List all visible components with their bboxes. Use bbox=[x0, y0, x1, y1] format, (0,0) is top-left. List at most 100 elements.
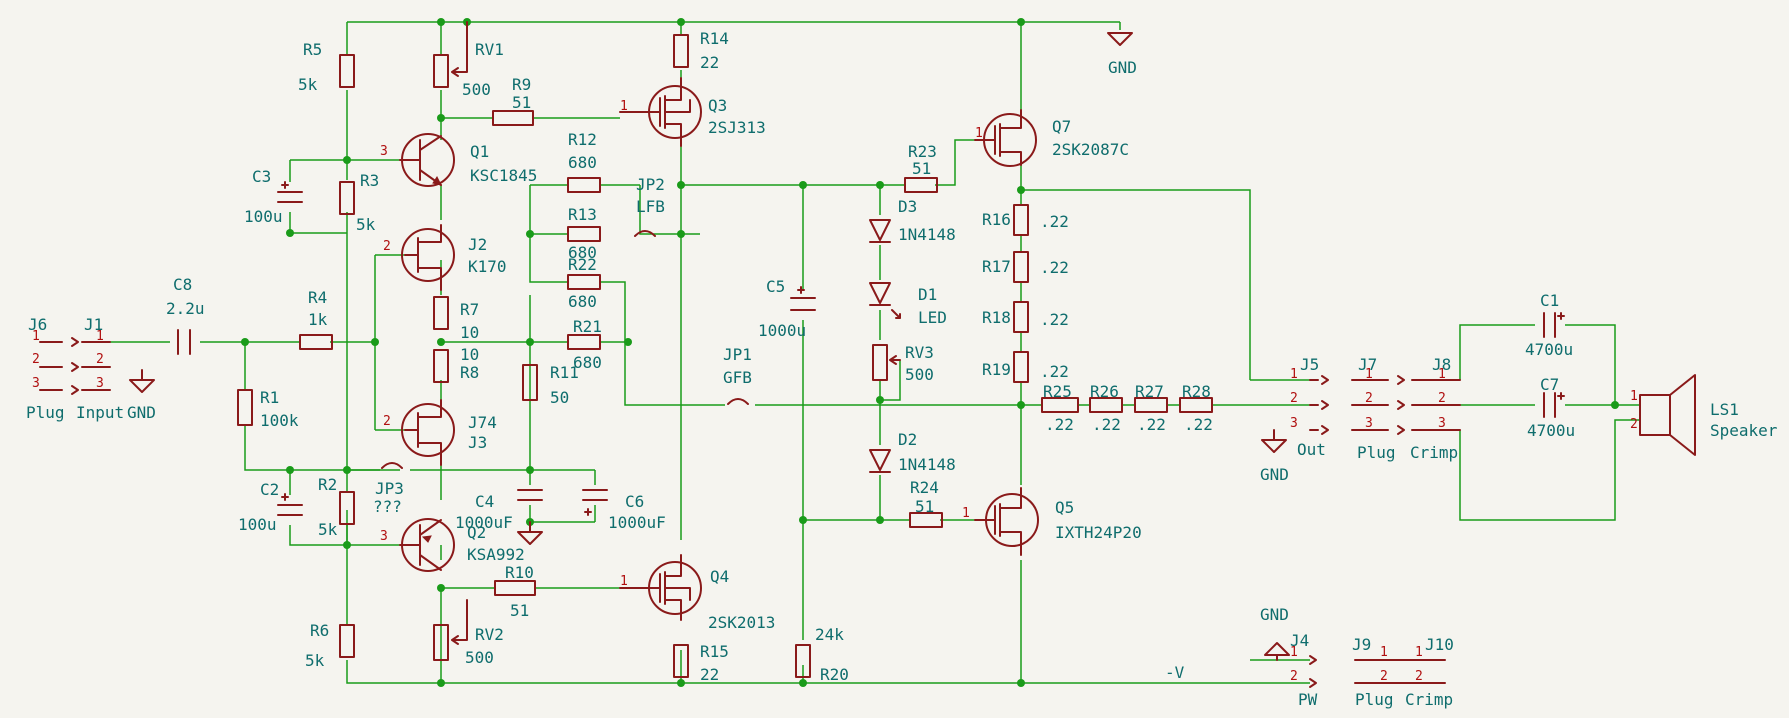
pin-j4-2: 2 bbox=[1290, 669, 1298, 684]
val-j4: PW bbox=[1298, 690, 1318, 709]
resistor-r7[interactable] bbox=[433, 296, 449, 330]
jumper-jp1[interactable] bbox=[727, 398, 749, 405]
resistor-r20[interactable] bbox=[795, 644, 811, 678]
potentiometer-rv1[interactable] bbox=[433, 21, 468, 88]
pin-j7-2: 2 bbox=[1365, 391, 1373, 406]
ref-q3: Q3 bbox=[708, 96, 727, 115]
val-j8: Crimp bbox=[1410, 443, 1458, 462]
resistor-r1[interactable] bbox=[237, 389, 253, 426]
capacitor-c3[interactable] bbox=[277, 181, 303, 203]
mosfet-q7[interactable] bbox=[974, 109, 1037, 167]
val-ls1: Speaker bbox=[1710, 421, 1778, 440]
resistor-r25[interactable] bbox=[1041, 397, 1079, 413]
pin-j1-1: 1 bbox=[96, 329, 104, 344]
resistor-r26[interactable] bbox=[1089, 397, 1123, 413]
transistor-q2[interactable] bbox=[399, 518, 455, 572]
pin-j6-2: 2 bbox=[32, 352, 40, 367]
mosfet-q5[interactable] bbox=[974, 487, 1039, 556]
pin-j9-1: 1 bbox=[1380, 645, 1388, 660]
resistor-r15[interactable] bbox=[673, 644, 689, 678]
resistor-r5[interactable] bbox=[339, 54, 355, 88]
ref-c5: C5 bbox=[766, 277, 785, 296]
mosfet-q4[interactable] bbox=[619, 554, 702, 621]
val-r17: .22 bbox=[1040, 258, 1069, 277]
capacitor-c2[interactable] bbox=[277, 493, 303, 516]
resistor-r22[interactable] bbox=[567, 274, 601, 290]
val-r11: 50 bbox=[550, 388, 569, 407]
resistor-r4[interactable] bbox=[299, 334, 333, 350]
potentiometer-rv2[interactable] bbox=[433, 599, 468, 661]
resistor-r13[interactable] bbox=[567, 226, 601, 242]
ref-j6: J6 bbox=[28, 315, 47, 334]
ref-c6: C6 bbox=[625, 492, 644, 511]
potentiometer-rv3[interactable] bbox=[872, 344, 901, 381]
resistor-r8[interactable] bbox=[433, 349, 449, 383]
val-r1: 100k bbox=[260, 411, 299, 430]
ref-r13: R13 bbox=[568, 205, 597, 224]
diode-d2[interactable] bbox=[869, 449, 891, 473]
val-r21: 680 bbox=[573, 353, 602, 372]
val-r22: 680 bbox=[568, 292, 597, 311]
connector-j6-j1[interactable] bbox=[39, 337, 111, 395]
ref-r20: R20 bbox=[820, 665, 849, 684]
ref-jp1: JP1 bbox=[723, 345, 752, 364]
val-c6: 1000uF bbox=[608, 513, 666, 532]
val-c5: 1000u bbox=[758, 321, 806, 340]
resistor-r12[interactable] bbox=[567, 177, 601, 193]
resistor-r28[interactable] bbox=[1179, 397, 1213, 413]
resistor-r10[interactable] bbox=[494, 580, 536, 596]
diode-d1[interactable] bbox=[869, 282, 901, 319]
capacitor-c1[interactable] bbox=[1543, 312, 1565, 338]
jumper-jp2[interactable] bbox=[634, 230, 656, 237]
mosfet-q3[interactable] bbox=[619, 77, 702, 147]
resistor-r24[interactable] bbox=[909, 512, 943, 528]
val-r9: 51 bbox=[512, 93, 531, 112]
diode-d3[interactable] bbox=[869, 219, 891, 243]
resistor-r14[interactable] bbox=[673, 34, 689, 68]
val-r20: 24k bbox=[815, 625, 844, 644]
resistor-r3[interactable] bbox=[339, 181, 355, 215]
jumper-jp3[interactable] bbox=[381, 462, 403, 469]
pin-j4-1: 1 bbox=[1290, 645, 1298, 660]
resistor-r2[interactable] bbox=[339, 491, 355, 525]
jfet-j3[interactable] bbox=[401, 399, 455, 466]
val-c2: 100u bbox=[238, 515, 277, 534]
ref-r5: R5 bbox=[303, 40, 322, 59]
transistor-q1[interactable] bbox=[399, 133, 455, 187]
capacitor-c7[interactable] bbox=[1543, 392, 1565, 418]
resistor-r9[interactable] bbox=[492, 110, 534, 126]
val-r10: 51 bbox=[510, 601, 529, 620]
ref-rv2: RV2 bbox=[475, 625, 504, 644]
resistor-r27[interactable] bbox=[1134, 397, 1168, 413]
capacitor-c4[interactable] bbox=[517, 489, 543, 501]
jfet-j2[interactable] bbox=[401, 224, 455, 291]
ref-c3: C3 bbox=[252, 167, 271, 186]
pin-j10-2: 2 bbox=[1415, 669, 1423, 684]
resistor-r23[interactable] bbox=[904, 177, 938, 193]
resistor-r19[interactable] bbox=[1013, 351, 1029, 383]
val-q4: 2SK2013 bbox=[708, 613, 775, 632]
resistor-r16[interactable] bbox=[1013, 204, 1029, 236]
resistor-r17[interactable] bbox=[1013, 251, 1029, 283]
resistor-r18[interactable] bbox=[1013, 301, 1029, 333]
speaker-ls1[interactable] bbox=[1639, 374, 1696, 456]
resistor-r11[interactable] bbox=[522, 364, 538, 401]
ref-r22: R22 bbox=[568, 255, 597, 274]
connector-j5-j7-j8[interactable] bbox=[1309, 375, 1461, 435]
capacitor-c6[interactable] bbox=[582, 489, 608, 516]
val-r19: .22 bbox=[1040, 362, 1069, 381]
gnd-label-pw: GND bbox=[1260, 605, 1289, 624]
connector-j4-j9-j10[interactable] bbox=[1309, 655, 1446, 688]
resistor-r21[interactable] bbox=[567, 334, 601, 350]
resistor-r6[interactable] bbox=[339, 624, 355, 658]
val-q1: KSC1845 bbox=[470, 166, 537, 185]
capacitor-c8[interactable] bbox=[177, 329, 191, 355]
ref-jp3: JP3 bbox=[375, 479, 404, 498]
val-r26: .22 bbox=[1092, 415, 1121, 434]
val-j9: Plug bbox=[1355, 690, 1394, 709]
val-r2: 5k bbox=[318, 520, 338, 539]
val-r13: 680 bbox=[568, 243, 597, 262]
pin-ls1-2: 2 bbox=[1630, 417, 1638, 432]
capacitor-c5[interactable] bbox=[790, 286, 816, 311]
